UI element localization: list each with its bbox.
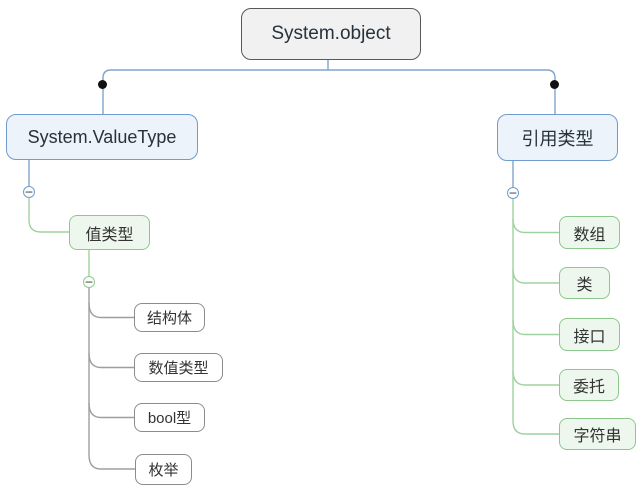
edge-to-bool [88, 402, 134, 419]
edge-to-class [512, 268, 559, 284]
node-numeric-type[interactable]: 数值类型 [134, 353, 223, 382]
junction-dot-right [550, 80, 559, 89]
edge-to-interface [512, 319, 559, 336]
node-enum[interactable]: 枚举 [135, 454, 192, 485]
minus-icon: − [84, 275, 94, 288]
edge-to-array [512, 218, 559, 234]
node-string[interactable]: 字符串 [559, 418, 636, 450]
junction-dot-left [98, 80, 107, 89]
collapse-button-reftype[interactable]: − [507, 187, 519, 199]
node-interface[interactable]: 接口 [559, 318, 620, 351]
minus-icon: − [508, 186, 518, 199]
node-reference-type[interactable]: 引用类型 [497, 114, 618, 161]
edge-to-numeric [88, 352, 134, 369]
node-struct[interactable]: 结构体 [134, 303, 205, 332]
collapse-button-valuetype-child[interactable]: − [83, 276, 95, 288]
edge-root-branches [102, 69, 556, 114]
node-system-object[interactable]: System.object [241, 8, 421, 60]
edge-to-delegate [512, 370, 559, 386]
collapse-button-valuetype[interactable]: − [23, 186, 35, 198]
node-value-type[interactable]: 值类型 [69, 215, 150, 250]
edge-to-valuetype-child [28, 198, 69, 233]
node-system-valuetype[interactable]: System.ValueType [6, 114, 198, 160]
node-class[interactable]: 类 [559, 267, 610, 299]
minus-icon: − [24, 185, 34, 198]
edge-to-enum [88, 454, 135, 470]
node-bool-type[interactable]: bool型 [134, 403, 205, 432]
edge-to-struct [88, 302, 134, 319]
edge-to-string [512, 420, 559, 435]
node-delegate[interactable]: 委托 [559, 369, 619, 401]
node-array[interactable]: 数组 [559, 216, 620, 249]
